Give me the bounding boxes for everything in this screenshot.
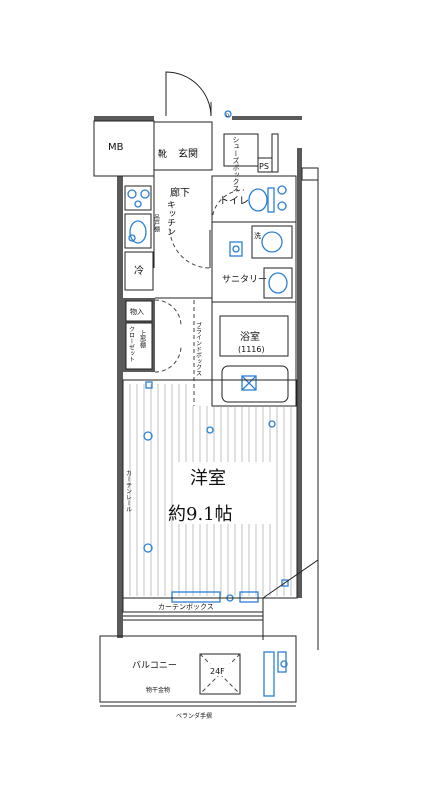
kitchen-label: キッチン — [165, 200, 176, 236]
toilet-label: トイレ — [219, 196, 249, 207]
svg-text:D: D — [226, 113, 229, 118]
closet-label: クローゼット — [128, 326, 135, 362]
bath-label: 浴室 — [240, 330, 260, 343]
evac-hatch — [199, 653, 241, 695]
monohoshi-label: 物干金物 — [146, 686, 170, 694]
monoire-label: 物入 — [130, 307, 144, 316]
room-label: 洋室 — [190, 468, 226, 489]
bathtub-icon — [221, 365, 289, 403]
floor-label: 24F — [210, 667, 225, 676]
wall-top-left — [94, 116, 154, 121]
washer-icon — [251, 225, 293, 259]
mb-box — [93, 120, 155, 177]
sanitary-label: サニタリー — [222, 274, 267, 285]
ashi-label: 靴 — [158, 148, 167, 160]
balcony-label: バルコニー — [132, 660, 177, 671]
ps-label: PS — [259, 162, 269, 171]
toilet-icon — [248, 188, 268, 212]
balcony-area — [99, 635, 297, 703]
curtain-rail-label: カーテンレール — [125, 470, 132, 512]
rei-label: 冷 — [134, 264, 144, 277]
washer-label: 洗 — [254, 231, 261, 240]
blind-box-label: ブラインドボックス — [195, 321, 202, 376]
stove-icon — [124, 185, 152, 211]
genkan-area — [153, 121, 213, 171]
curtain-box-label: カーテンボックス — [158, 603, 214, 611]
room-size-label: 約9.1帖 — [168, 504, 233, 525]
mb-label: MB — [108, 142, 124, 153]
genkan-label: 玄関 — [178, 147, 198, 160]
column-right — [301, 167, 319, 181]
wall-right — [297, 148, 302, 598]
door-swing-icon[interactable] — [165, 71, 212, 117]
outlet-icon — [145, 381, 153, 389]
bath-room — [211, 301, 297, 407]
kitchen-shelf-label: 吊戸棚 — [153, 214, 160, 233]
fridge-space — [124, 251, 154, 291]
rouka-label: 廊下 — [170, 186, 190, 199]
wall-left — [117, 176, 123, 638]
bottom-text: ベランダ手摺 — [176, 712, 212, 720]
sink-icon — [124, 213, 152, 249]
shoebox-label: シューズボックス — [232, 136, 240, 192]
closet-shelf-label: 上部棚 — [139, 329, 146, 349]
bath-inner — [219, 315, 289, 357]
shoebox — [223, 133, 259, 167]
bath-size-label: (1116) — [238, 345, 265, 354]
wall-top-right — [232, 116, 302, 120]
ceiling-light-icon — [143, 431, 153, 441]
